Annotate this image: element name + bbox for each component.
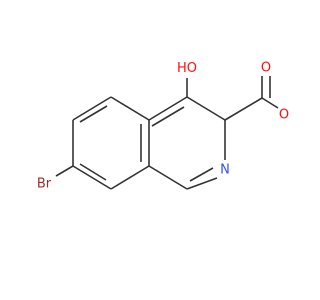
hydroxyl-label: HO <box>177 61 197 76</box>
bond <box>186 177 218 190</box>
bond <box>148 165 188 190</box>
structure-canvas: HO N O O Br <box>36 60 290 192</box>
bond <box>55 165 74 177</box>
bond-inner <box>79 105 108 123</box>
bromine-label: Br <box>37 177 52 192</box>
hydroxyl-h-label: H <box>177 61 187 76</box>
bond <box>110 96 150 121</box>
atom-labels: HO N O O Br <box>37 61 289 192</box>
ring-nitrogen-label: N <box>220 163 230 178</box>
bond <box>224 97 263 121</box>
carbonyl-oxygen-label: O <box>261 61 271 76</box>
bond <box>110 165 150 190</box>
bond-inner <box>189 167 214 182</box>
bond <box>72 96 112 121</box>
ester-oxygen-label: O <box>279 108 289 123</box>
bond <box>186 96 226 121</box>
bond <box>261 97 279 109</box>
hydroxyl-o-label: O <box>187 61 197 76</box>
bond <box>72 165 112 190</box>
bond-inner <box>151 106 185 127</box>
molecule-diagram: HO N O O Br <box>37 61 289 192</box>
bonds <box>55 76 279 190</box>
bond <box>148 96 188 121</box>
bond-inner <box>79 163 107 181</box>
